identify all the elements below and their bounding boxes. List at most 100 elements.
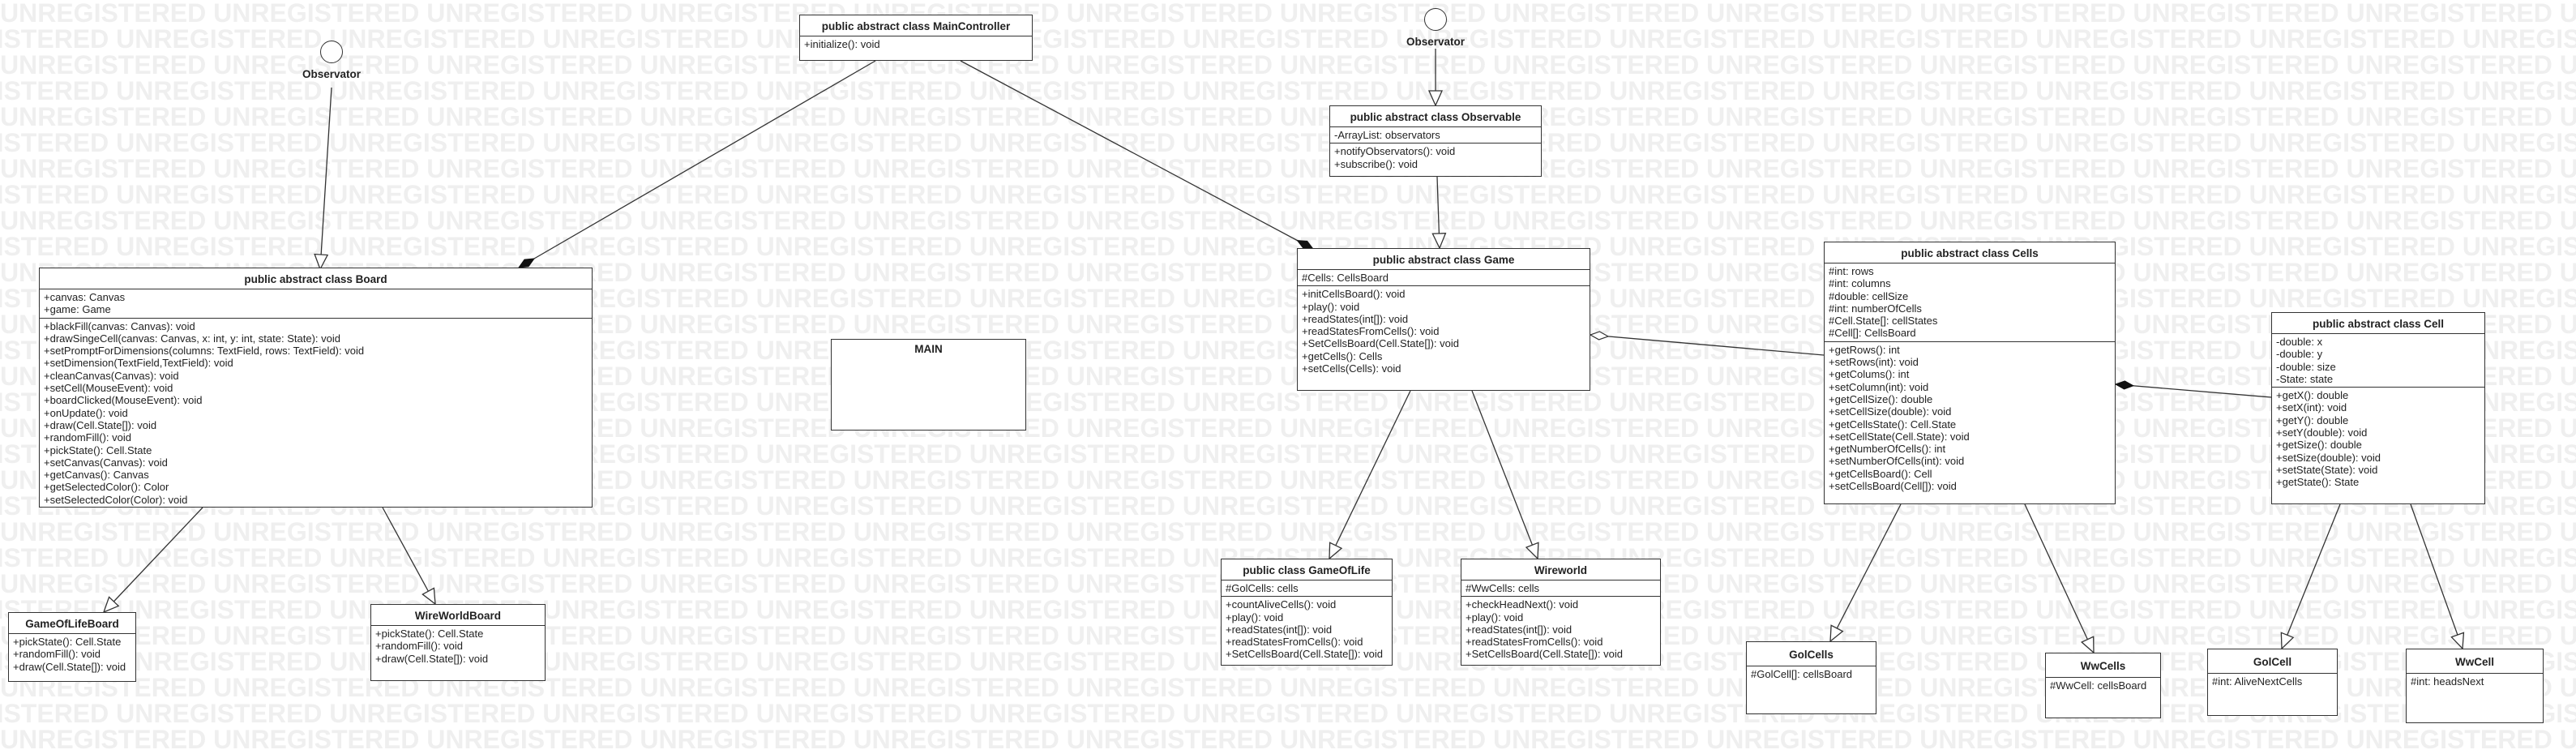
method-line: +blackFill(canvas: Canvas): void xyxy=(44,319,195,332)
class-wwcells[interactable]: WwCells#WwCell: cellsBoard xyxy=(2045,653,2161,718)
method-line: +getY(): double xyxy=(2276,413,2349,426)
edge-cell-golcell xyxy=(2282,503,2341,649)
class-title: public abstract class Cells xyxy=(1825,242,2115,263)
method-line: +getCells(): Cells xyxy=(1302,349,1383,362)
attribute-line: #WwCell: cellsBoard xyxy=(2050,679,2147,692)
method-line: +getRows(): int xyxy=(1829,343,1900,356)
class-title: GameOfLifeBoard xyxy=(9,613,135,634)
method-line: +readStates(int[]): void xyxy=(1226,623,1333,636)
method-line: +setSize(double): void xyxy=(2276,451,2381,464)
method-line: +setRows(int): void xyxy=(1829,356,1919,369)
method-line: +countAliveCells(): void xyxy=(1226,598,1337,611)
class-title: public abstract class Observable xyxy=(1330,106,1541,127)
class-title: WwCell xyxy=(2407,649,2543,674)
method-line: +setCellSize(double): void xyxy=(1829,405,1952,418)
method-line: +setState(State): void xyxy=(2276,463,2378,476)
method-line: +initialize(): void xyxy=(804,38,880,50)
edge-cells-wwcells xyxy=(2024,503,2094,653)
edge-controller-board xyxy=(519,60,876,268)
method-line: +readStatesFromCells(): void xyxy=(1226,636,1363,649)
class-gameoflife-board[interactable]: GameOfLifeBoard +pickState(): Cell.State +… xyxy=(8,612,136,682)
method-line: +SetCellsBoard(Cell.State[]): void xyxy=(1302,337,1460,350)
attribute-line: #GolCell[]: cellsBoard xyxy=(1751,668,1852,680)
method-line: +setNumberOfCells(int): void xyxy=(1829,455,1965,468)
class-board[interactable]: public abstract class Board+canvas: Canv… xyxy=(39,268,593,508)
actor-head-icon xyxy=(1424,8,1447,31)
attribute-line: #Cell[]: CellsBoard xyxy=(1829,327,1916,340)
method-compartment: +notifyObservators(): void+subscribe(): … xyxy=(1330,144,1541,172)
method-line: +setCanvas(Canvas): void xyxy=(44,456,168,469)
edge-game-gameoflife xyxy=(1329,390,1411,559)
method-line: +setCellsBoard(Cell[]): void xyxy=(1829,480,1957,493)
attribute-line: -double: x xyxy=(2276,336,2323,348)
class-wireworld-board[interactable]: WireWorldBoard+pickState(): Cell.State+r… xyxy=(370,604,546,681)
watermark-row: UNREGISTERED UNREGISTERED UNREGISTERED U… xyxy=(0,180,2576,209)
class-title: MAIN xyxy=(914,343,943,355)
attribute-compartment: -ArrayList: observators xyxy=(1330,127,1541,144)
method-line: +getCellsBoard(): Cell xyxy=(1829,467,1932,480)
class-gameoflife[interactable]: public class GameOfLife#GolCells: cells+… xyxy=(1221,559,1393,666)
watermark-row: UNREGISTERED UNREGISTERED UNREGISTERED U… xyxy=(0,76,2576,105)
class-wwcell[interactable]: WwCell#int: headsNext xyxy=(2406,649,2544,723)
method-line: +readStates(int[]): void xyxy=(1302,312,1409,325)
attribute-line: -State: state xyxy=(2276,372,2334,385)
attribute-compartment: #WwCells: cells xyxy=(1461,580,1660,598)
method-line: +play(): void xyxy=(1226,610,1284,623)
method-line: +getColums(): int xyxy=(1829,368,1910,381)
method-line: +onUpdate(): void xyxy=(44,406,128,419)
class-title: public abstract class Board xyxy=(40,268,592,289)
method-line: +SetCellsBoard(Cell.State[]): void xyxy=(1466,648,1624,661)
method-line: +getState(): State xyxy=(2276,476,2360,489)
method-line: +draw(Cell.State[]): void xyxy=(375,652,489,665)
class-wireworld[interactable]: Wireworld#WwCells: cells+checkHeadNext()… xyxy=(1461,559,1661,666)
method-line: +draw(Cell.State[]): void xyxy=(44,418,157,431)
attribute-line: #Cells: CellsBoard xyxy=(1302,272,1389,284)
class-title: GolCells xyxy=(1747,642,1876,666)
method-line: +setCellState(Cell.State): void xyxy=(1829,430,1970,443)
class-cells[interactable]: public abstract class Cells#int: rows#in… xyxy=(1824,242,2116,504)
method-compartment: +getX(): double+setX(int): void+getY(): … xyxy=(2272,388,2484,490)
observer-actor-right[interactable]: Observator xyxy=(1395,8,1476,48)
method-line: +getCellsState(): Cell.State xyxy=(1829,418,1957,431)
method-line: +pickState(): Cell.State xyxy=(44,443,152,456)
method-compartment: +countAliveCells(): void+play(): void+re… xyxy=(1222,597,1392,662)
watermark-row: UNREGISTERED UNREGISTERED UNREGISTERED U… xyxy=(0,725,2576,754)
method-line: +pickState(): Cell.State xyxy=(13,636,122,648)
edge-board-golboard xyxy=(104,507,203,612)
method-line: +SetCellsBoard(Cell.State[]): void xyxy=(1226,648,1384,661)
observer-actor-left[interactable]: Observator xyxy=(291,41,372,80)
method-line: +getCanvas(): Canvas xyxy=(44,469,149,482)
method-line: +setY(double): void xyxy=(2276,426,2368,439)
method-compartment: +initialize(): void xyxy=(800,36,1032,52)
class-title: public abstract class MainController xyxy=(800,15,1032,36)
method-line: +setDimension(TextField,TextField): void xyxy=(44,357,233,370)
method-line: +initCellsBoard(): void xyxy=(1302,288,1406,301)
attribute-compartment: #WwCell: cellsBoard xyxy=(2046,678,2160,693)
actor-head-icon xyxy=(320,41,343,63)
attribute-line: +game: Game xyxy=(44,303,111,316)
method-line: +drawSingeCell(canvas: Canvas, x: int, y… xyxy=(44,332,340,345)
watermark-row: UNREGISTERED UNREGISTERED UNREGISTERED U… xyxy=(0,206,2576,235)
method-line: +notifyObservators(): void xyxy=(1334,145,1456,158)
class-main-controller[interactable]: public abstract class MainController +ini… xyxy=(799,15,1033,61)
method-line: +draw(Cell.State[]): void xyxy=(13,660,126,673)
method-line: +randomFill(): void xyxy=(44,431,132,444)
method-line: +readStatesFromCells(): void xyxy=(1466,636,1603,649)
class-golcell[interactable]: GolCell#int: AliveNextCells xyxy=(2207,649,2338,716)
attribute-compartment: #int: AliveNextCells xyxy=(2208,674,2337,689)
class-cell[interactable]: public abstract class Cell-double: x-dou… xyxy=(2271,312,2485,504)
attribute-compartment: -double: x-double: y-double: size-State:… xyxy=(2272,334,2484,388)
attribute-compartment: #int: rows#int: columns#double: cellSize… xyxy=(1825,263,2115,342)
attribute-line: #int: rows xyxy=(1829,265,1874,277)
method-line: +subscribe(): void xyxy=(1334,157,1418,170)
class-main[interactable]: MAIN xyxy=(831,339,1026,431)
class-game[interactable]: public abstract class Game#Cells: CellsB… xyxy=(1297,248,1590,391)
class-title: public class GameOfLife xyxy=(1222,559,1392,580)
attribute-line: #Cell.State[]: cellStates xyxy=(1829,315,1938,328)
class-golcells[interactable]: GolCells #GolCell[]: cellsBoard xyxy=(1746,641,1876,714)
attribute-compartment: #GolCells: cells xyxy=(1222,580,1392,598)
edge-controller-game xyxy=(960,60,1313,250)
method-compartment: +blackFill(canvas: Canvas): void+drawSin… xyxy=(40,319,592,508)
attribute-line: #int: numberOfCells xyxy=(1829,302,1922,315)
class-observable[interactable]: public abstract class Observable-ArrayLi… xyxy=(1329,105,1542,177)
